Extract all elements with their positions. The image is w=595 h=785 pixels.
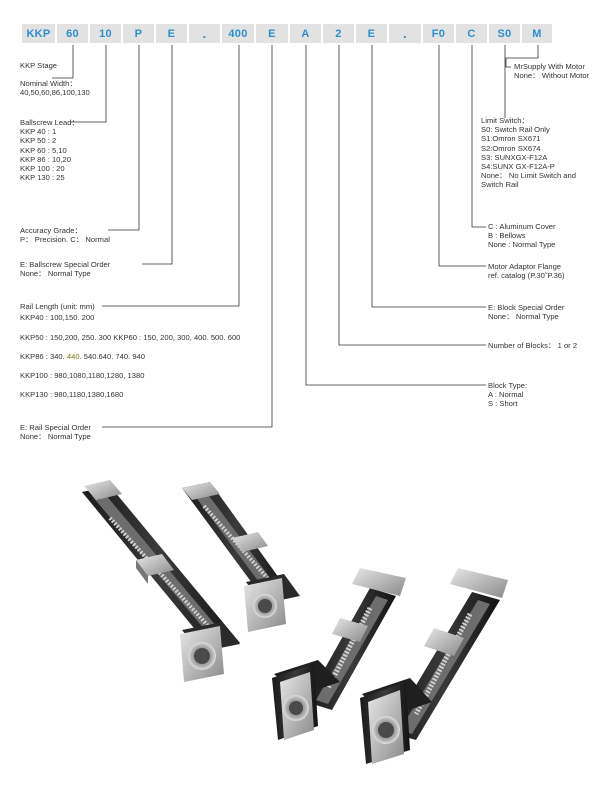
label-cover: C : Aluminum Cover B : Bellows None : No… xyxy=(488,222,556,250)
leader-block-type xyxy=(305,45,486,386)
label-nominal-width: Nominal Width： 40,50,60,86,100,130 xyxy=(20,79,90,98)
code-segment: 400 xyxy=(222,24,254,43)
label-number-of-blocks: Number of Blocks： 1 or 2 xyxy=(488,341,578,350)
code-segment: P xyxy=(123,24,154,43)
code-segment: . xyxy=(189,24,220,43)
stage-module-3 xyxy=(272,568,406,740)
leader-flange xyxy=(438,45,486,267)
code-segment: E xyxy=(156,24,187,43)
label-ballscrew-lead: Ballscrew Lead： KKP 40 : 1 KKP 50 : 2 KK… xyxy=(20,118,80,183)
code-segment: A xyxy=(290,24,321,43)
leader-cover xyxy=(471,45,486,228)
label-rail-length-title: Rail Length (unit: mm) xyxy=(20,302,95,311)
label-rail-kkp130: KKP130 : 980,1180,1380,1680 xyxy=(20,390,124,399)
stage-module-1 xyxy=(82,480,240,682)
linear-stage-photo xyxy=(82,480,508,764)
leader-nominal-width xyxy=(52,45,74,79)
leader-motor xyxy=(505,45,539,68)
leader-block-special xyxy=(371,45,486,308)
stage-module-4 xyxy=(360,568,508,764)
code-segment: KKP xyxy=(22,24,55,43)
leader-ballscrew-lead xyxy=(70,45,107,123)
label-rail-kkp100: KKP100 : 980,1080,1180,1280, 1380 xyxy=(20,371,145,380)
code-segment: M xyxy=(522,24,552,43)
label-motor-flange: Motor Adaptor Flange ref. catalog (P.30˜… xyxy=(488,262,565,281)
label-limit-switch: Limit Switch： S0: Switch Rail Only S1:Om… xyxy=(481,116,576,190)
code-segment: S0 xyxy=(489,24,520,43)
code-segment: E xyxy=(356,24,387,43)
code-segment: . xyxy=(389,24,421,43)
label-rail-kkp40: KKP40 : 100,150. 200 xyxy=(20,313,95,322)
label-stage: KKP Stage xyxy=(20,61,58,70)
label-rail-special: E: Rail Special Order None： Normal Type xyxy=(20,423,91,442)
label-rail-kkp86: KKP86 : 340. 440. 540.640. 740. 940 xyxy=(20,352,145,361)
leader-ballscrew-special xyxy=(142,45,173,265)
code-segment: E xyxy=(256,24,288,43)
label-block-type: Block Type: A : Normal S : Short xyxy=(488,381,528,409)
leader-num-blocks xyxy=(338,45,486,346)
label-ballscrew-special: E: Ballscrew Special Order None： Normal … xyxy=(20,260,111,279)
label-rail-kkp50-60: KKP50 : 150,200, 250. 300 KKP60 : 150, 2… xyxy=(20,333,241,342)
stage-module-2 xyxy=(182,482,300,632)
label-accuracy-grade: Accuracy Grade： P： Precision. C： Normal xyxy=(20,226,110,245)
code-segment: 60 xyxy=(57,24,88,43)
code-segment: 10 xyxy=(90,24,121,43)
leader-rail-special xyxy=(102,45,273,428)
leader-rail-length xyxy=(102,45,240,307)
label-block-special: E: Block Special Order None： Normal Type xyxy=(488,303,565,322)
code-segment: 2 xyxy=(323,24,354,43)
code-segment: F0 xyxy=(423,24,454,43)
leader-accuracy xyxy=(108,45,140,231)
label-motor: MrSupply With Motor None： Without Motor xyxy=(514,62,590,81)
code-segment: C xyxy=(456,24,487,43)
